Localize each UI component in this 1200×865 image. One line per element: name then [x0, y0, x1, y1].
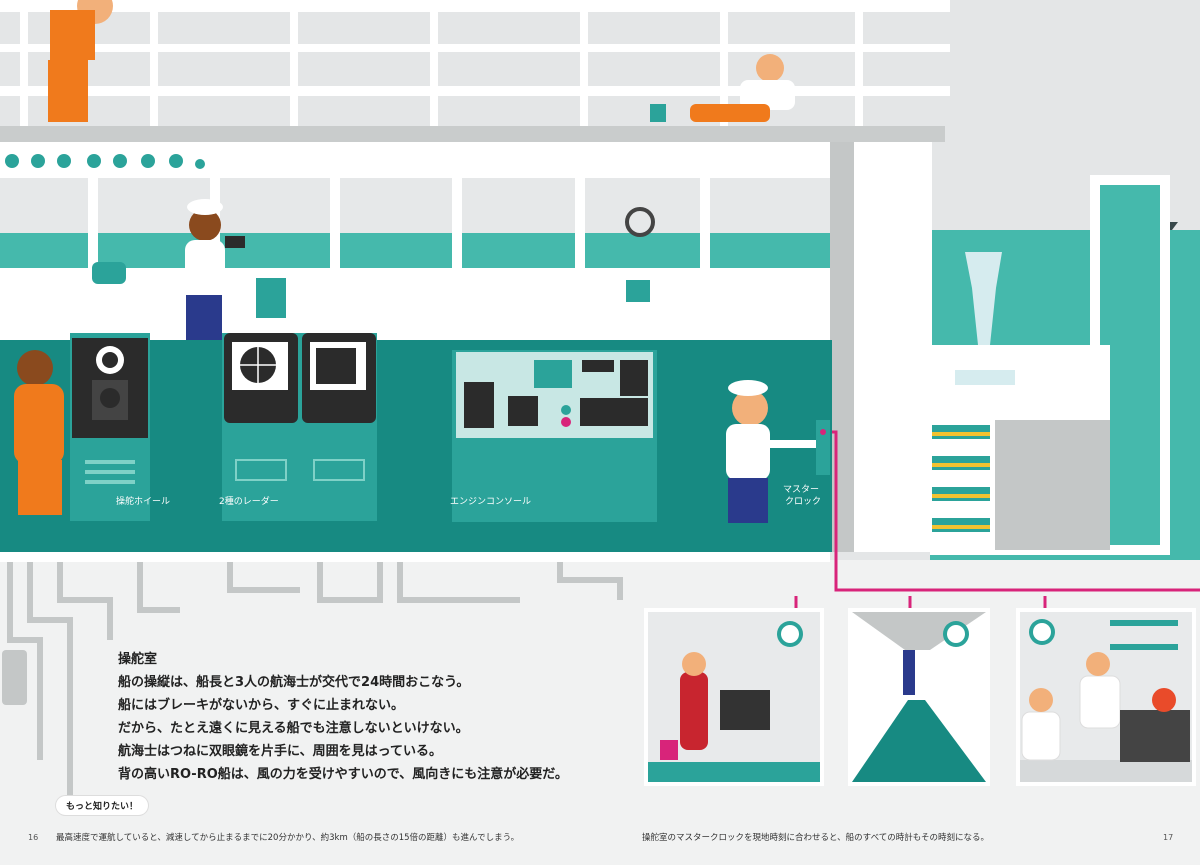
- bucket-icon: [650, 104, 666, 122]
- electrical-box: [626, 280, 650, 302]
- captain: [726, 380, 816, 523]
- caption-radar: 2種のレーダー: [219, 497, 279, 507]
- top-railing: [0, 0, 950, 142]
- engine-console: [452, 350, 657, 522]
- gauge-icon: [87, 154, 101, 168]
- deck-worker: [48, 0, 113, 122]
- more-info-badge: もっと知りたい！: [56, 796, 149, 815]
- painter: [650, 54, 795, 122]
- stairs: [932, 425, 990, 532]
- right-footnote: 操舵室のマスタークロックを現地時刻に合わせると、船のすべての時計もその時刻になる…: [642, 833, 990, 843]
- stair-door: [995, 420, 1110, 550]
- body-line: 船の操縦は、船長と3人の航海士が交代で24時間おこなう。: [118, 675, 470, 690]
- main-text-block: 操舵室 船の操縦は、船長と3人の航海士が交代で24時間おこなう。 船にはブレーキ…: [118, 648, 638, 790]
- caption-master-clock-1: マスター: [783, 485, 820, 495]
- caption-wheel: 操舵ホイール: [116, 497, 171, 507]
- right-wall: [854, 142, 932, 552]
- radar-console: [222, 333, 377, 521]
- gauge-icon: [5, 154, 19, 168]
- gauge-icon: [141, 154, 155, 168]
- bucket-icon: [660, 740, 678, 760]
- window-row: [0, 178, 830, 276]
- section-title: 操舵室: [118, 652, 158, 667]
- gauge-icon: [57, 154, 71, 168]
- piping: [7, 560, 623, 800]
- corridor-panel: [848, 608, 990, 786]
- steering-console: [70, 333, 150, 521]
- page-number-left: 16: [28, 833, 39, 842]
- caption-master-clock-2: クロック: [785, 497, 822, 507]
- engineer: [680, 672, 708, 750]
- kitchen-panel: [1016, 608, 1196, 786]
- steering-wheel-icon: [625, 207, 655, 237]
- pillar: [830, 142, 854, 552]
- gauge-icon: [113, 154, 127, 168]
- page-number-right: 17: [1163, 833, 1174, 842]
- cook: [1029, 688, 1053, 712]
- phone-box: [256, 278, 286, 318]
- clock-icon: [195, 159, 205, 169]
- lamp: [92, 262, 126, 284]
- radar-screen-icon: [316, 348, 356, 384]
- gauge-icon: [31, 154, 45, 168]
- body-line: 船にはブレーキがないから、すぐに止まれない。: [118, 698, 405, 713]
- caption-engine-console: エンジンコンソール: [450, 497, 532, 507]
- gauge-icon: [169, 154, 183, 168]
- body-line: 背の高いRO-RO船は、風の力を受けやすいので、風向きにも注意が必要だ。: [118, 767, 568, 782]
- pipe-box: [2, 650, 27, 705]
- binoculars-icon: [225, 236, 245, 248]
- master-clock: [816, 420, 830, 475]
- body-line: だから、たとえ遠くに見える船でも注意しないといけない。: [118, 721, 469, 736]
- officer-binoculars: [185, 199, 245, 340]
- person-orange-suit: [14, 350, 64, 515]
- phone-icon: [508, 396, 538, 426]
- body-line: 航海士はつねに双眼鏡を片手に、周囲を見はっている。: [118, 744, 442, 759]
- clock-wiring: [794, 430, 1200, 608]
- ventilator: [965, 252, 1002, 345]
- cook: [1086, 652, 1110, 676]
- gauge-row: [0, 150, 210, 172]
- left-footnote: 最高速度で運航していると、減速してから止まるまでに20分かかり、約3km（船の長…: [56, 833, 520, 843]
- engine-room-panel: [644, 608, 824, 786]
